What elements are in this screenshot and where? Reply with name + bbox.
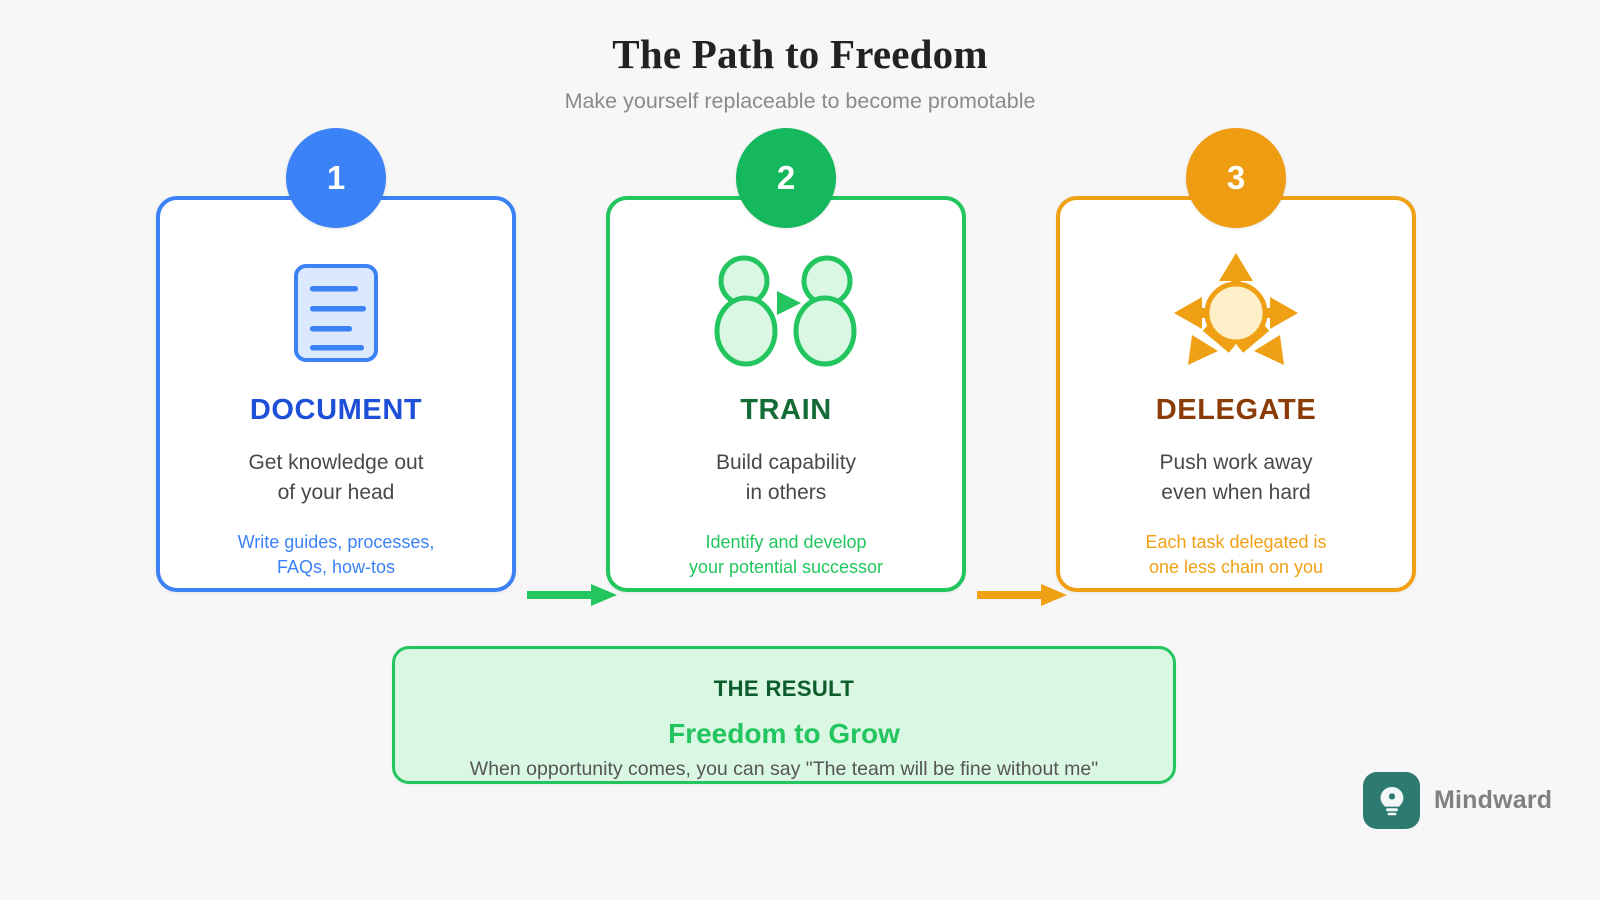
step-desc-line-2: in others <box>745 481 827 504</box>
step-number-3: 3 <box>1226 159 1246 196</box>
steps-row: 1 DOCUMENT Get knowledge out of your hea… <box>0 128 1600 606</box>
page-title: The Path to Freedom <box>612 31 988 77</box>
step-description-delegate: Push work away even when hard <box>1060 448 1412 508</box>
step-badge-3: 3 <box>1186 128 1286 228</box>
result-quote: When opportunity comes, you can say "The… <box>469 758 1099 780</box>
step-number-1: 1 <box>326 159 346 196</box>
step-heading-train: TRAIN <box>740 394 832 426</box>
brand-name: Mindward <box>1434 786 1553 814</box>
step-detail-line-2: your potential successor <box>688 557 884 577</box>
arrow-train-to-delegate <box>977 582 1067 608</box>
step-desc-line-1: Push work away <box>1159 451 1313 474</box>
step-detail-train: Identify and develop your potential succ… <box>610 530 962 580</box>
lightbulb-icon <box>1363 772 1420 829</box>
step-card-train[interactable]: 2 TRAIN Build capability in others Ident… <box>606 128 966 592</box>
step-detail-delegate: Each task delegated is one less chain on… <box>1060 530 1412 580</box>
step-detail-line-1: Identify and develop <box>705 532 867 552</box>
step-detail-line-1: Write guides, processes, <box>237 532 435 552</box>
step-desc-line-1: Get knowledge out <box>248 451 424 474</box>
step-description-train: Build capability in others <box>610 448 962 508</box>
brand-logo: Mindward <box>1363 772 1552 829</box>
step-heading-delegate: DELEGATE <box>1155 394 1317 426</box>
step-number-2: 2 <box>776 159 796 196</box>
result-headline: Freedom to Grow <box>668 718 900 749</box>
step-badge-2: 2 <box>736 128 836 228</box>
page-subtitle: Make yourself replaceable to become prom… <box>564 89 1036 113</box>
step-heading-document: DOCUMENT <box>249 394 423 426</box>
step-desc-line-2: even when hard <box>1161 481 1311 504</box>
step-description-document: Get knowledge out of your head <box>160 448 512 508</box>
two-people-transfer-icon <box>610 248 962 378</box>
step-detail-line-1: Each task delegated is <box>1145 532 1327 552</box>
step-detail-document: Write guides, processes, FAQs, how-tos <box>160 530 512 580</box>
step-card-delegate[interactable]: 3 <box>1056 128 1416 592</box>
step-desc-line-2: of your head <box>277 481 395 504</box>
step-detail-line-2: one less chain on you <box>1148 557 1324 577</box>
step-badge-1: 1 <box>286 128 386 228</box>
step-detail-line-2: FAQs, how-tos <box>276 557 396 577</box>
radiating-arrows-icon <box>1060 248 1412 378</box>
result-box: THE RESULT Freedom to Grow When opportun… <box>392 646 1176 784</box>
result-label: THE RESULT <box>713 676 855 701</box>
page-header: The Path to Freedom Make yourself replac… <box>0 0 1600 114</box>
arrow-document-to-train <box>527 582 617 608</box>
document-lines-icon <box>160 248 512 378</box>
step-card-document[interactable]: 1 DOCUMENT Get knowledge out of your hea… <box>156 128 516 592</box>
step-desc-line-1: Build capability <box>715 451 857 474</box>
